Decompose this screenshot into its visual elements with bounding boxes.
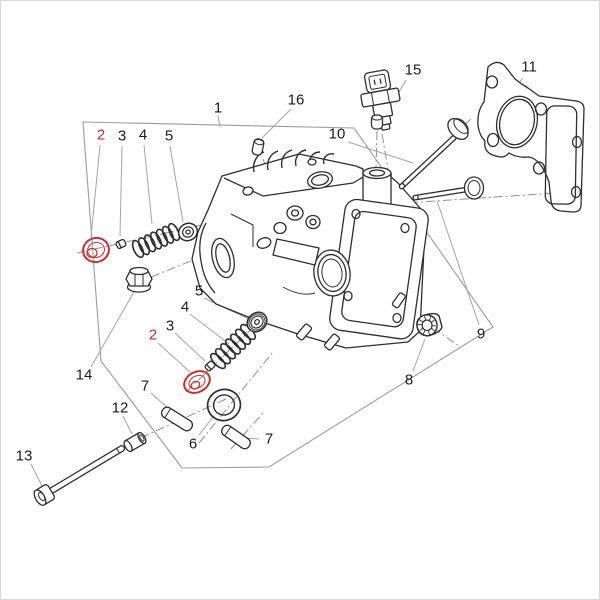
leader-lines [30,77,524,487]
assembly-outline-box [82,121,494,469]
valve-collet-upper [115,238,127,250]
temperature-sensor-drawing [360,69,401,131]
ring-drawing [206,388,242,422]
cap-bolt-drawing [33,445,126,506]
spring-seat-lower-highlighted [183,370,211,394]
valve-spring-lower [209,323,257,370]
spacer-bush-drawing [123,431,147,453]
spring-retainer-lower [246,311,268,333]
head-gasket-drawing [477,61,585,213]
cap-plug-drawings [251,114,384,156]
knurled-nut-drawing [416,312,443,337]
flange-nut-drawing [125,266,153,293]
valve-spring-upper [131,222,181,259]
spring-seat-upper-highlighted [82,236,110,264]
valve-upper-drawing [398,118,469,190]
valve-lower-drawing [412,176,485,201]
dowel-pin-right [221,424,251,450]
spring-retainer-upper [177,222,199,242]
cylinder-head-drawing [191,149,429,351]
dowel-pin-left [160,406,194,432]
